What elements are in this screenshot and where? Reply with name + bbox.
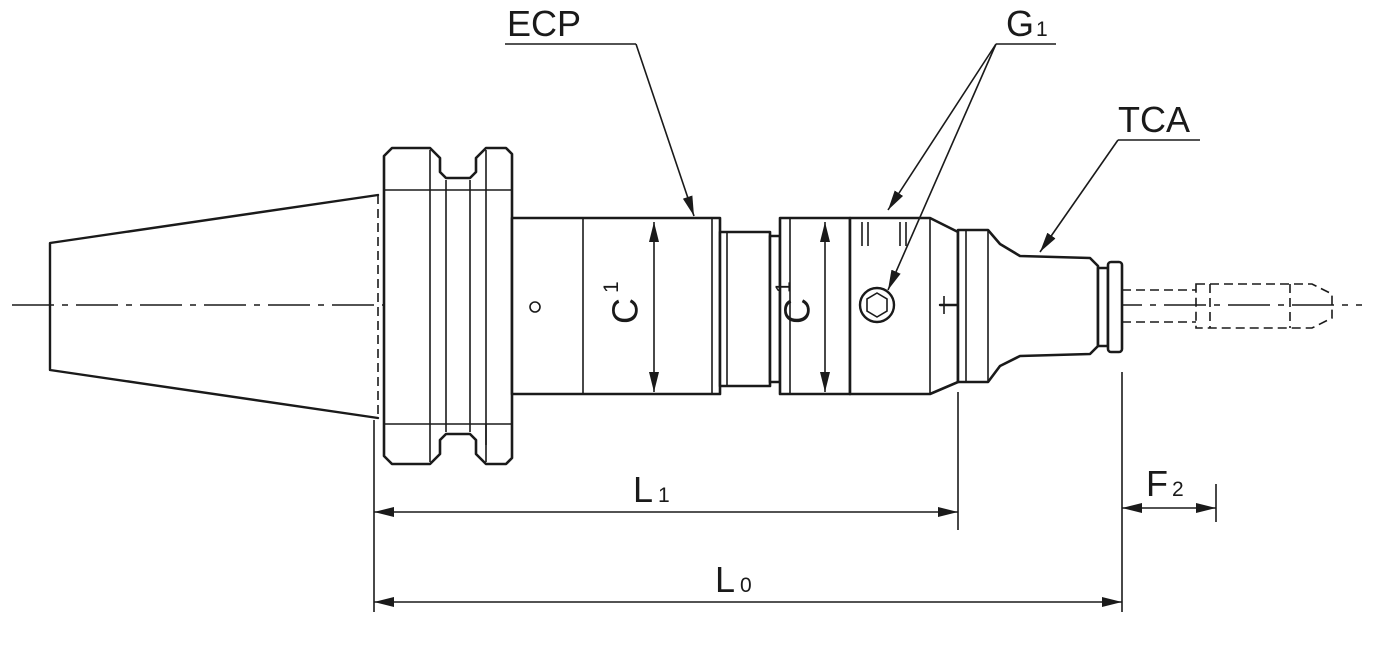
c1-label-a: C [605,298,646,324]
adjusting-ring [848,216,974,396]
l0-label-sub: 0 [740,574,752,597]
c1-label-b: C [777,298,818,324]
g1-label-sub: 1 [1036,18,1048,41]
hex-screw-icon [858,286,896,324]
tca-leader [1039,139,1119,253]
c1-label-b-sub: 1 [772,281,795,293]
ecp-label: ECP [507,3,581,44]
neck [718,230,782,388]
collar [778,216,852,396]
g1-leader-b [887,43,997,291]
c1-label-a-sub: 1 [600,281,623,293]
l1-label: L [633,469,653,510]
cutting-tool [1122,283,1333,329]
set-hole-icon [529,301,541,313]
g1-leader-a [887,43,997,211]
l0-label: L [715,559,735,600]
ecp-body [510,216,722,396]
flange [382,146,514,466]
f2-label-sub: 2 [1172,478,1184,501]
l1-label-sub: 1 [658,484,670,507]
tca-adapter [956,228,1124,384]
tca-label: TCA [1118,99,1190,140]
f2-label: F [1146,463,1168,504]
g1-label: G [1006,3,1034,44]
taper-shank [48,193,380,420]
ecp-leader [635,43,695,217]
